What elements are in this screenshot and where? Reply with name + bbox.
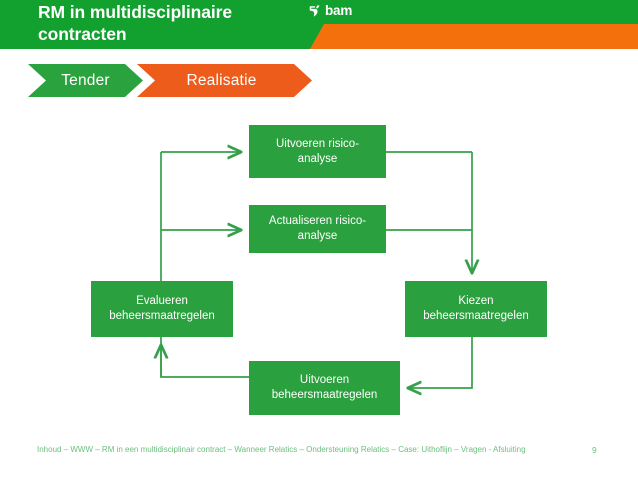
page-number: 9 <box>592 445 597 455</box>
node-line-1: Uitvoeren <box>299 374 350 386</box>
node-line-2: beheersmaatregelen <box>423 310 529 322</box>
node-line-2: beheersmaatregelen <box>109 310 215 322</box>
phase-chevron-tender[interactable]: Tender <box>28 64 143 97</box>
risk-management-cycle-diagram: Uitvoeren risico- analyse Actualiseren r… <box>0 105 638 435</box>
slide-footer: Inhoud – WWW – RM in een multidisciplina… <box>0 444 638 460</box>
page-title: RM in multidisciplinaire contracten <box>38 2 233 44</box>
diagram-connectors <box>0 105 638 435</box>
node-line-2: analyse <box>297 152 338 165</box>
node-uitvoeren-beheersmaatregelen[interactable]: Uitvoeren beheersmaatregelen <box>249 361 400 415</box>
connector-kiezen-to-uitvoeren-maatregelen <box>408 337 473 388</box>
node-line-2: beheersmaatregelen <box>271 389 378 401</box>
node-line-1: Kiezen <box>458 295 494 307</box>
node-line-1: Evalueren <box>136 295 188 307</box>
node-line-2: analyse <box>297 230 338 242</box>
node-evalueren-beheersmaatregelen[interactable]: Evalueren beheersmaatregelen <box>91 281 233 337</box>
node-line-1: Actualiseren risico- <box>268 215 367 227</box>
connector-uitvoeren-to-evalueren <box>161 345 249 378</box>
phase-chevron-realisatie[interactable]: Realisatie <box>137 64 312 97</box>
node-line-1: Uitvoeren risico- <box>275 137 360 150</box>
node-kiezen-beheersmaatregelen[interactable]: Kiezen beheersmaatregelen <box>405 281 547 337</box>
header-orange-band <box>310 24 638 49</box>
bam-bird-mark-icon <box>309 5 320 17</box>
node-uitvoeren-risico-analyse[interactable]: Uitvoeren risico- analyse <box>249 125 386 178</box>
slide-header: RM in multidisciplinaire contracten bam <box>0 0 638 49</box>
node-actualiseren-risico-analyse[interactable]: Actualiseren risico- analyse <box>249 205 386 253</box>
bam-logo-text: bam <box>325 3 353 18</box>
bam-logo: bam <box>308 4 352 18</box>
footer-breadcrumb: Inhoud – WWW – RM in een multidisciplina… <box>37 445 526 454</box>
